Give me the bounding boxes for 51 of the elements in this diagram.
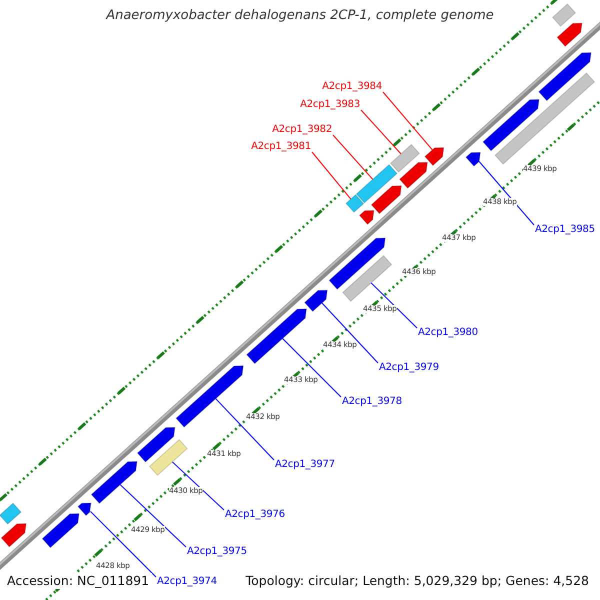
leader-line bbox=[215, 398, 274, 460]
gene-label: A2cp1_3978 bbox=[342, 396, 402, 407]
leader-line bbox=[332, 134, 374, 180]
gene-segment bbox=[90, 460, 138, 504]
leader-line bbox=[282, 338, 342, 398]
gene-segment bbox=[328, 238, 386, 290]
gene-label: A2cp1_3976 bbox=[225, 509, 285, 520]
leader-line bbox=[370, 282, 418, 328]
gene-label: A2cp1_3974 bbox=[157, 576, 217, 587]
title: Anaeromyxobacter dehalogenans 2CP-1, complete genome bbox=[104, 9, 495, 24]
leader-line bbox=[120, 484, 186, 548]
gene-label: A2cp1_3984 bbox=[322, 81, 382, 92]
gene-block bbox=[494, 72, 596, 165]
gene-block bbox=[345, 194, 364, 213]
gene-segment bbox=[424, 147, 444, 166]
leader-line bbox=[312, 152, 352, 200]
gene-label: A2cp1_3975 bbox=[187, 546, 247, 557]
gene-segment bbox=[556, 22, 583, 48]
gene-segment bbox=[465, 152, 481, 167]
leader-line bbox=[90, 510, 156, 578]
gene-label: A2cp1_3981 bbox=[251, 141, 311, 152]
gene-label: A2cp1_3985 bbox=[535, 224, 595, 235]
leader-line bbox=[478, 161, 534, 226]
leader-line bbox=[172, 461, 224, 510]
gene-segment bbox=[370, 185, 402, 214]
gene-segment bbox=[246, 308, 308, 364]
gene-block bbox=[0, 502, 22, 525]
gene-label: A2cp1_3982 bbox=[272, 124, 332, 135]
gene-label: A2cp1_3979 bbox=[379, 362, 439, 373]
leader-line bbox=[321, 302, 378, 364]
accession-text: Accession: NC_011891 bbox=[4, 573, 152, 589]
gene-segment bbox=[482, 98, 540, 152]
gene-segment bbox=[0, 523, 27, 548]
gene-label: A2cp1_3983 bbox=[300, 99, 360, 110]
gene-segment bbox=[136, 426, 176, 463]
gene-label: A2cp1_3977 bbox=[275, 459, 335, 470]
gene-label: A2cp1_3980 bbox=[418, 327, 478, 338]
leader-line bbox=[360, 110, 402, 154]
gene-block bbox=[552, 3, 576, 27]
gene-block bbox=[390, 144, 420, 173]
gene-segment bbox=[77, 502, 92, 516]
gene-block bbox=[356, 164, 398, 204]
gene-segment bbox=[304, 290, 328, 312]
gene-block bbox=[148, 438, 188, 476]
leader-line bbox=[382, 92, 433, 150]
gene-segment bbox=[175, 365, 244, 428]
gene-block bbox=[342, 254, 392, 302]
gene-segment bbox=[398, 162, 428, 189]
gene-segment bbox=[538, 52, 592, 102]
gene-segment bbox=[358, 210, 374, 226]
gene-segment bbox=[42, 513, 80, 548]
